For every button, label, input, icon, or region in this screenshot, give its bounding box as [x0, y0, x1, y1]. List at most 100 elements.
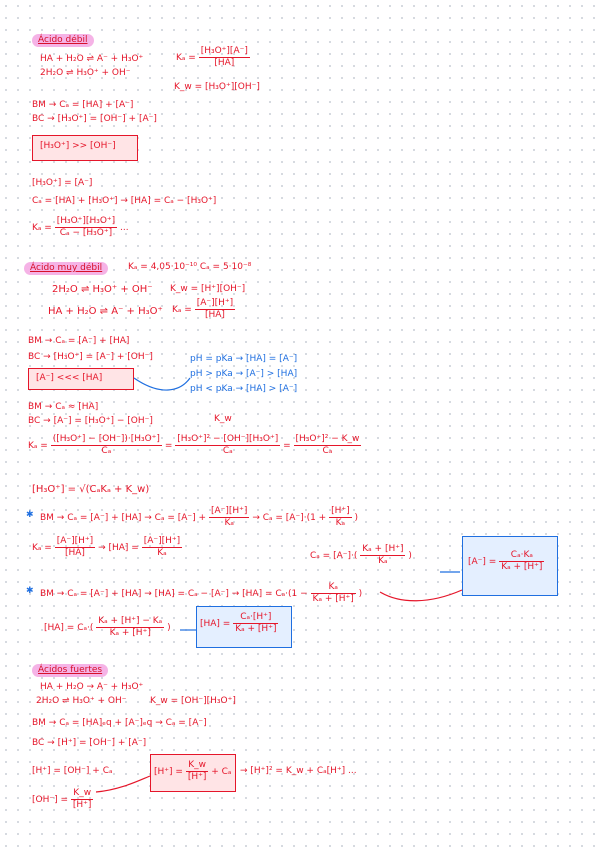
ka-big-num2: [H₃O⁺]² − [OH⁻][H₃O⁺]	[175, 434, 281, 446]
ka-expression: Kₐ = [H₃O⁺][A⁻][HA]	[176, 46, 250, 69]
title-acido-muy-debil: Ácido muy débil	[24, 262, 109, 275]
ka-expression-2: Kₐ = [A⁻][H⁺][HA]	[172, 298, 236, 321]
title-acido-debil: Ácido débil	[32, 34, 94, 47]
strong-result-den: [H⁺]	[187, 772, 207, 782]
approx-text-2: [A⁻] <<< [HA]	[36, 373, 103, 383]
star-2-close: )	[358, 589, 363, 599]
ca-num: Kₐ + [H⁺]	[360, 544, 406, 556]
ka-final-expression: Kₐ = [H₃O⁺][H₃O⁺]Cₐ − [H₃O⁺] ...	[32, 216, 129, 239]
result-ha-num: Cₐ·[H⁺]	[233, 612, 279, 624]
ha-num: [A⁻][H⁺]	[141, 536, 183, 548]
star-1-text: BM → Cₐ = [A⁻] + [HA] → Cₐ = [A⁻] +	[40, 513, 207, 523]
ka-num-2: [A⁻][H⁺]	[194, 298, 236, 310]
oh-lhs: [OH⁻] =	[32, 795, 69, 805]
ka-big-den3: Cₐ	[322, 446, 333, 456]
star-marker-2: ✱	[26, 586, 34, 596]
kw-expression-3: K_w = [OH⁻][H₃O⁺]	[150, 696, 236, 706]
ka2-num: [H₃O⁺][H₃O⁺]	[54, 216, 118, 228]
strong-result-rhs: + Cₐ	[211, 767, 232, 777]
arrow-ph-rules	[133, 377, 191, 391]
arrow-back-to-star2	[379, 589, 463, 602]
quadratic-tail: → [H⁺]² = K_w + Cₐ[H⁺] ...	[240, 766, 357, 776]
approx-box	[32, 135, 138, 161]
result-ha-den: Kₐ + [H⁺]	[235, 624, 277, 634]
result-a-num: Cₐ·Kₐ	[499, 550, 545, 562]
ph-rule-1: pH = pKa → [HA] = [A⁻]	[190, 354, 298, 364]
water-eq-2: 2H₂O ⇌ H₃O⁺ + OH⁻	[52, 284, 153, 295]
oh-expression: [OH⁻] = K_w[H⁺]	[32, 788, 94, 811]
arrow-oh-to-box	[95, 775, 151, 793]
star-1-derivation: BM → Cₐ = [A⁻] + [HA] → Cₐ = [A⁻] + [A⁻]…	[40, 506, 358, 529]
ka3-den: [HA]	[64, 548, 85, 558]
ha2-num: Kₐ + [H⁺] − Kₐ	[96, 616, 165, 628]
star-2-derivation: BM → Cₐ = [A⁻] + [HA] → [HA] = Cₐ − [A⁻]…	[40, 582, 362, 605]
strong-result-num: K_w	[185, 760, 209, 772]
equilibrium-eq: HA + H₂O ⇌ A⁻ + H₃O⁺	[40, 54, 144, 64]
result-ha-lhs: [HA] =	[200, 619, 231, 629]
eq-sign-2: =	[283, 441, 291, 451]
ka2-label: Kₐ =	[32, 223, 52, 233]
ph-rule-3: pH < pKa → [HA] > [A⁻]	[190, 384, 298, 394]
eq-sign-1: =	[164, 441, 173, 451]
strong-eq: HA + H₂O → A⁻ + H₃O⁺	[40, 682, 144, 692]
mass-balance-2: BM → Cₐ = [A⁻] + [HA]	[28, 336, 130, 346]
star-2-text: BM → Cₐ = [A⁻] + [HA] → [HA] = Cₐ − [A⁻]…	[40, 589, 308, 599]
water-eq: 2H₂O ⇌ H₃O⁺ + OH⁻	[40, 68, 131, 78]
approx-box-2	[28, 368, 134, 390]
result-a-box	[462, 536, 558, 596]
kw-expression-2: K_w = [H⁺][OH⁻]	[170, 284, 246, 294]
kw-expression: K_w = [H₃O⁺][OH⁻]	[174, 82, 260, 92]
charge-balance-3: BC → [H⁺] = [OH⁻] + [A⁻]	[32, 738, 147, 748]
ka-den: [HA]	[214, 58, 235, 68]
ka-big-label: Kₐ =	[28, 441, 48, 451]
h3o-eq-a: [H₃O⁺] = [A⁻]	[32, 178, 93, 188]
ca-close: )	[408, 551, 412, 561]
star-2-den: Kₐ + [H⁺]	[312, 594, 354, 604]
strong-result: [H⁺] = K_w[H⁺] + Cₐ	[154, 760, 231, 783]
ka-big-num1: ([H₃O⁺] − [OH⁻])·[H₃O⁺]	[50, 434, 162, 446]
ka-big-den2: Cₐ	[222, 446, 233, 456]
result-ha: [HA] = Cₐ·[H⁺]Kₐ + [H⁺]	[200, 612, 279, 635]
result-ha-box	[196, 606, 292, 648]
constants: Kₐ = 4,05·10⁻¹⁰ Cₐ = 5·10⁻⁸	[128, 262, 252, 272]
star-1-close: )	[354, 513, 359, 523]
approx-text: [H₃O⁺] >> [OH⁻]	[40, 141, 116, 151]
h-plus-eq: [H⁺] = [OH⁻] + Cₐ	[32, 766, 113, 776]
ka3-mid: → [HA] =	[98, 543, 139, 553]
ka-den-2: [HA]	[204, 310, 225, 320]
star-1-rhs: → Cₐ = [A⁻]·(1 +	[252, 513, 327, 523]
ka3-num: [A⁻][H⁺]	[54, 536, 96, 548]
star-1-fnum: [H⁺]	[329, 506, 352, 518]
mass-balance-3: BM → Cₐ = [HA]ₑq + [A⁻]ₑq → Cₐ = [A⁻]	[32, 718, 207, 728]
result-a-den: Kₐ + [H⁺]	[501, 562, 543, 572]
star-marker-1: ✱	[26, 510, 34, 520]
charge-balance-rearranged: BC → [A⁻] = [H₃O⁺] − [OH⁻]	[28, 416, 153, 426]
ha-den: Kₐ	[157, 548, 167, 558]
ka-label: Kₐ =	[176, 53, 196, 63]
oh-den: [H⁺]	[72, 800, 92, 810]
result-a-lhs: [A⁻] =	[468, 557, 497, 567]
ka-num: [H₃O⁺][A⁻]	[198, 46, 250, 58]
ka-big-den1: Cₐ	[101, 446, 112, 456]
title-acidos-fuertes: Ácidos fuertes	[32, 664, 109, 677]
ha-substitution: Cₐ = [HA] + [H₃O⁺] → [HA] = Cₐ − [H₃O⁺]	[32, 196, 217, 206]
mass-balance: BM → Cₐ = [HA] + [A⁻]	[32, 100, 134, 110]
ellipsis: ...	[120, 223, 129, 233]
ha2-close: )	[167, 623, 171, 633]
ka3-label: Kₐ =	[32, 543, 52, 553]
ka2-den: Cₐ − [H₃O⁺]	[59, 228, 113, 238]
mass-balance-approx: BM → Cₐ ≈ [HA]	[28, 402, 99, 412]
strong-result-box	[150, 754, 236, 792]
ha2-lhs: [HA] = Cₐ·(	[44, 623, 94, 633]
ca-lhs: Cₐ = [A⁻]·(	[310, 551, 358, 561]
kw-annotation: K_w	[214, 414, 232, 424]
star-1-den: Kₐ	[224, 518, 234, 528]
star-1-fden: Kₐ	[335, 518, 346, 528]
oh-num: K_w	[70, 788, 94, 800]
sqrt-result: [H₃O⁺] = √(CₐKₐ + K_w)	[32, 484, 150, 495]
ka-to-ha: Kₐ = [A⁻][H⁺][HA] → [HA] = [A⁻][H⁺]Kₐ	[32, 536, 183, 559]
ca-den: Kₐ	[378, 556, 388, 566]
